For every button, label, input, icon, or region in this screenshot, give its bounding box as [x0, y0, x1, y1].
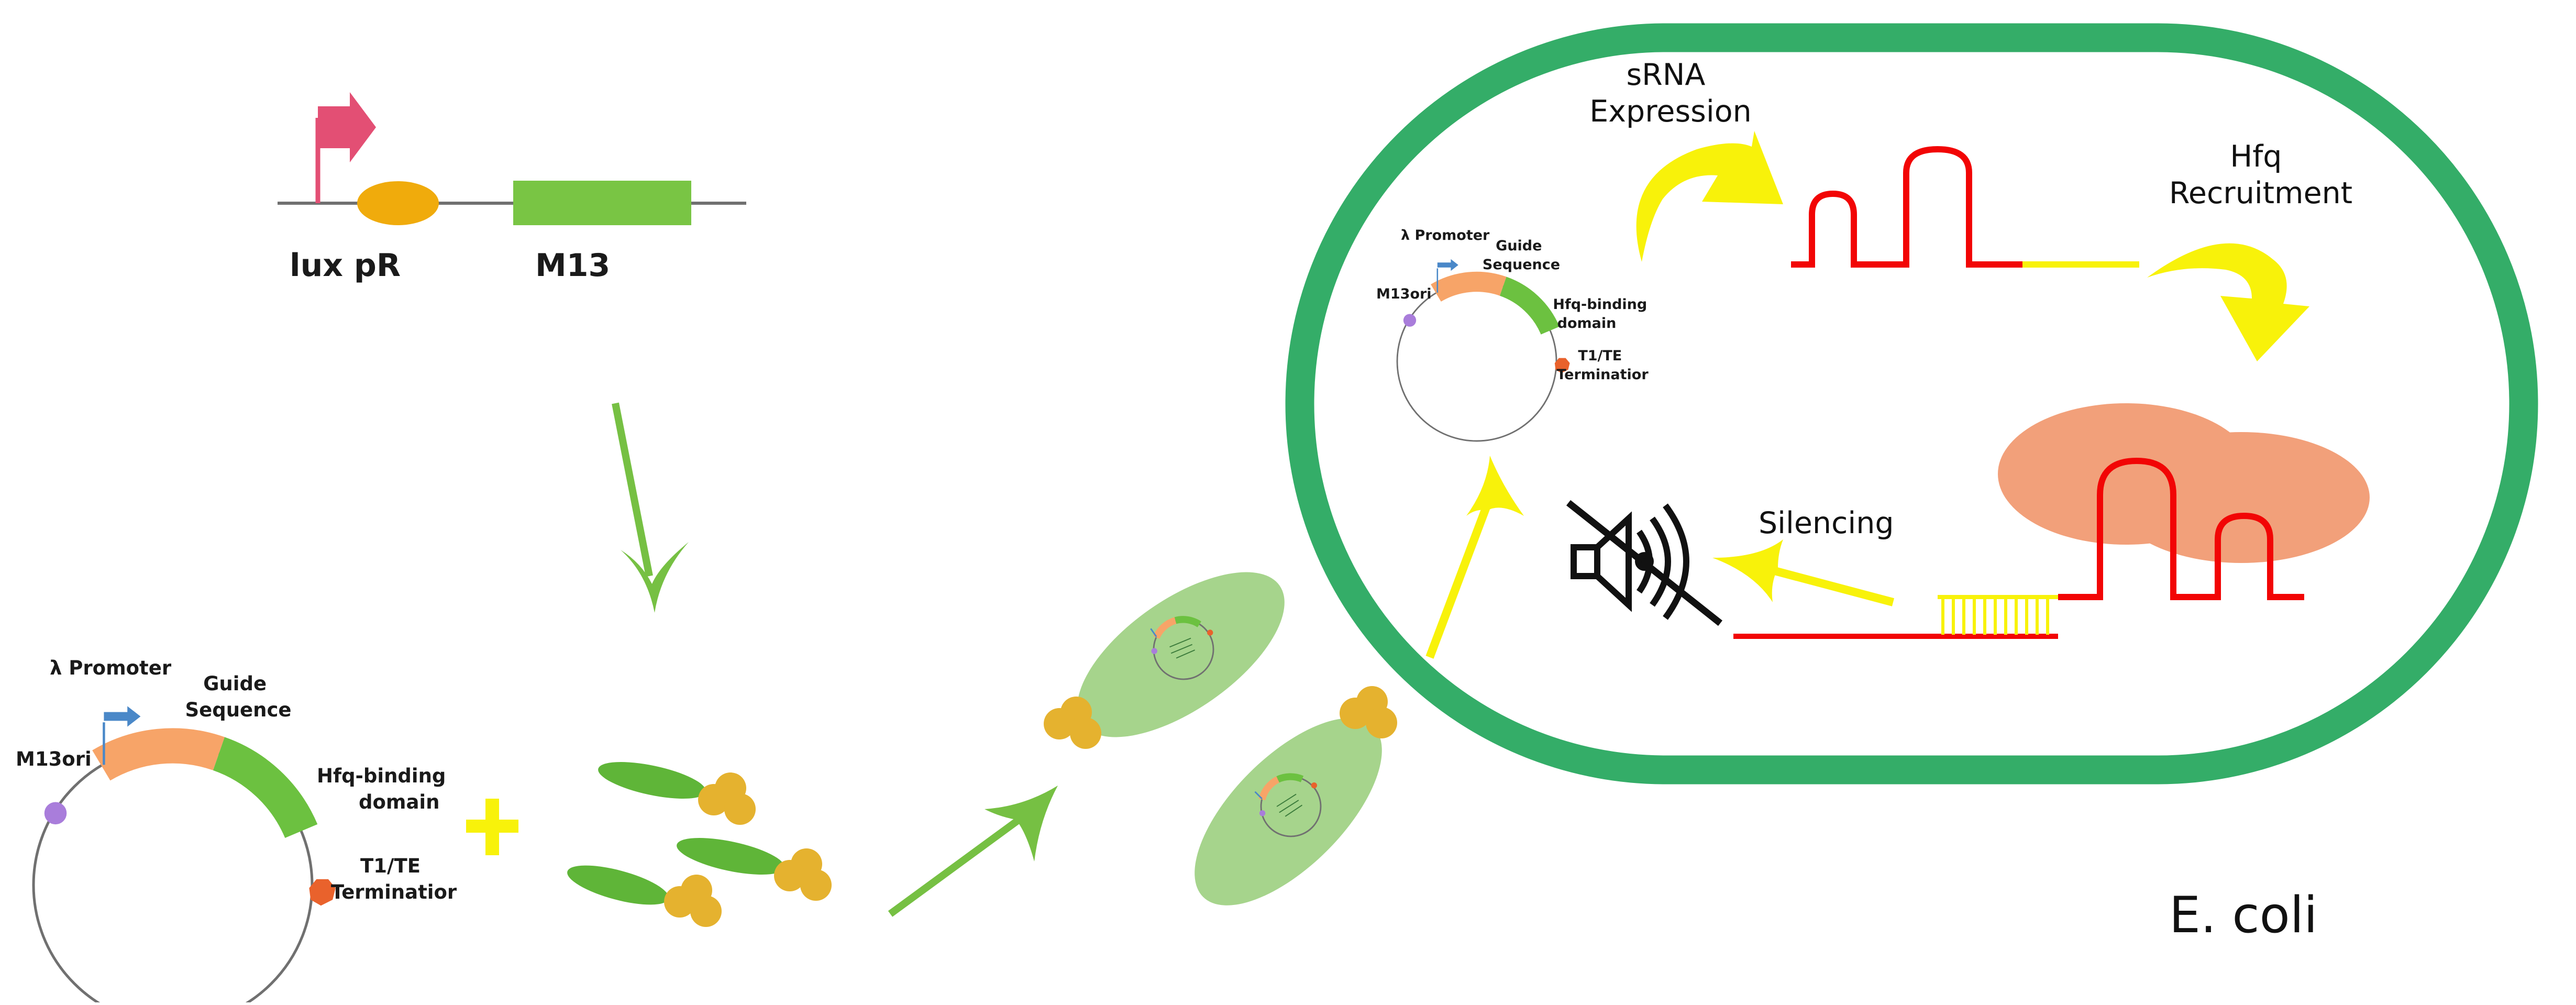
- arrow-hfq-recruitment: [2147, 243, 2309, 361]
- hfq-domain-label: Hfq-binding domain: [317, 765, 452, 813]
- arrow-construct-to-phage: [612, 402, 689, 613]
- srna-expression-label: sRNA Expression: [1589, 58, 1751, 129]
- cell-term-line-1: T1/TE: [1578, 348, 1622, 364]
- hfq-domain-line-1: Hfq-binding: [317, 765, 446, 787]
- bound-srna: [2058, 457, 2304, 600]
- terminator-line-1: T1/TE: [360, 855, 421, 877]
- plasmid-promoter-label: λ Promoter: [50, 657, 172, 679]
- ecoli-cell-wall: [1285, 23, 2538, 785]
- cell-hfq-line-1: Hfq-binding: [1553, 296, 1647, 313]
- hfq-complex: [1733, 403, 2370, 639]
- srna-line-1: sRNA: [1626, 58, 1705, 92]
- hfq-recruitment-label: Hfq Recruitment: [2169, 139, 2352, 211]
- phage-3: [677, 837, 832, 901]
- guide-sequence-label: Guide Sequence: [185, 672, 291, 721]
- cell-guide-label: Guide Sequence: [1483, 238, 1560, 273]
- lux-construct: lux pR M13: [278, 92, 746, 284]
- origin-label: M13ori: [16, 748, 92, 770]
- cell-plasmid-promoter-label: λ Promoter: [1401, 227, 1490, 244]
- loaded-phage-1: [1044, 572, 1285, 749]
- cell-guide-line-1: Guide: [1496, 238, 1542, 254]
- terminator-label: T1/TE Terminatior: [331, 855, 457, 903]
- m13-gene-box: [513, 181, 691, 225]
- terminator-line-2: Terminatior: [331, 881, 457, 903]
- cell-hfq-domain-label: Hfq-binding domain: [1553, 296, 1652, 332]
- guide-line-1: Guide: [203, 672, 267, 695]
- organism-label: E. coli: [2169, 887, 2318, 944]
- plus-icon: [466, 799, 518, 855]
- base-pairs: [1941, 597, 2049, 635]
- phage-2: [567, 865, 722, 927]
- cell-guide-line-2: Sequence: [1483, 257, 1560, 273]
- rbs-oval: [357, 181, 439, 225]
- promoter-label: lux pR: [290, 247, 401, 284]
- hfq-line-2: Recruitment: [2169, 176, 2352, 211]
- gene-label: M13: [535, 247, 610, 284]
- hfq-line-1: Hfq: [2230, 139, 2282, 174]
- promoter-flag-icon: [318, 92, 376, 162]
- guide-line-2: Sequence: [185, 699, 291, 721]
- srna-molecule: [1791, 146, 2139, 268]
- arrow-phage-to-infection: [888, 786, 1058, 917]
- arrow-srna-expression: [1636, 131, 1783, 262]
- loaded-phage-2: [1195, 686, 1397, 905]
- hfq-protein-right: [2113, 432, 2370, 563]
- silencing-label: Silencing: [1759, 506, 1894, 540]
- arrow-injection: [1425, 456, 1524, 659]
- cell-origin-label: M13ori: [1376, 286, 1432, 302]
- cell-term-line-2: Terminatior: [1556, 367, 1649, 383]
- srna-line-2: Expression: [1589, 94, 1751, 129]
- arrow-silencing: [1712, 539, 1895, 606]
- muted-speaker-icon: [1566, 500, 1723, 626]
- phage-1: [598, 761, 756, 825]
- cell-terminator-label: T1/TE Terminatior: [1556, 348, 1649, 383]
- cell-hfq-line-2: domain: [1557, 315, 1617, 332]
- hfq-domain-line-2: domain: [359, 791, 439, 813]
